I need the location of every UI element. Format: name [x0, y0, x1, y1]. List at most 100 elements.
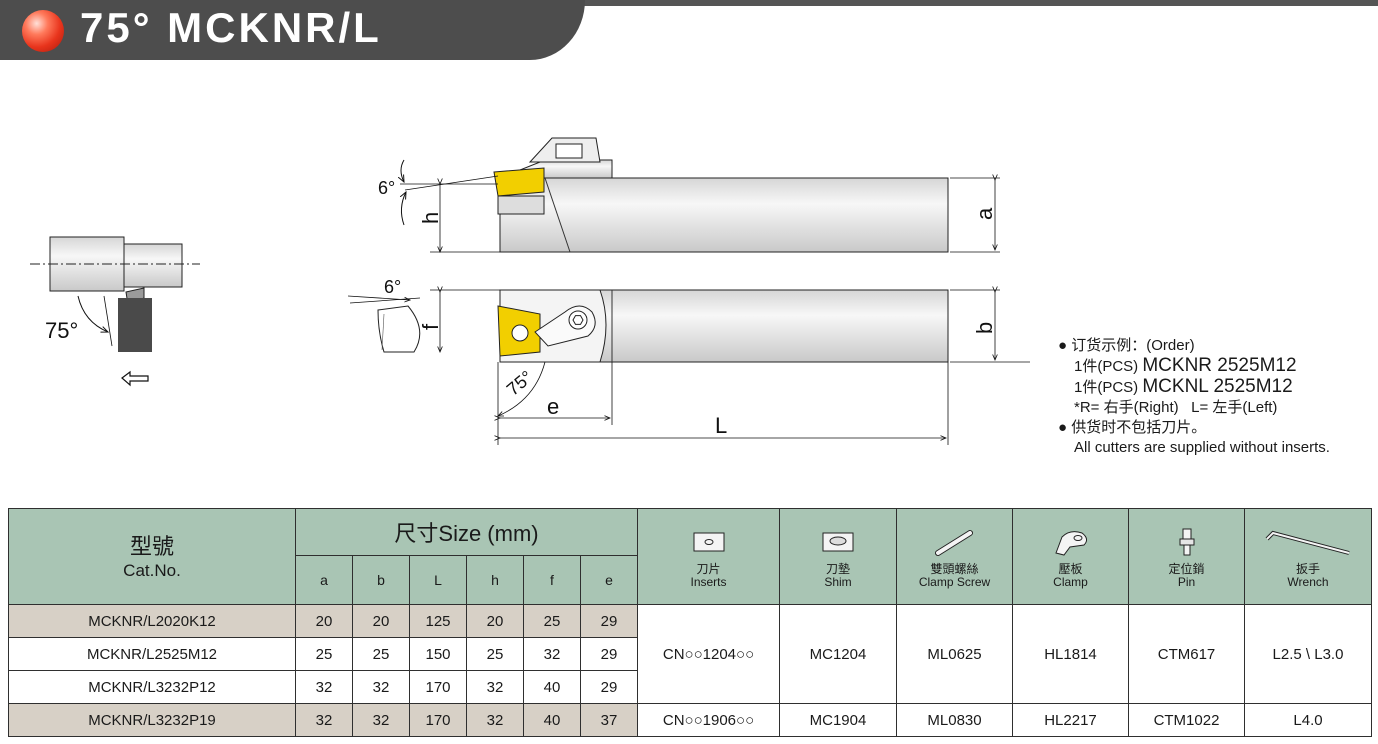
cat-no-cell: MCKNR/L2020K12 [8, 604, 296, 638]
dim-a-cell: 32 [295, 703, 353, 737]
dim-header-a: a [295, 555, 353, 605]
insert-cell: CN○○1906○○ [637, 703, 780, 737]
header-top-line [0, 0, 1378, 6]
shim-cell: MC1204 [779, 604, 897, 704]
dim-h-cell: 32 [466, 703, 524, 737]
dim-a-cell: 20 [295, 604, 353, 638]
dim-e-cell: 29 [580, 604, 638, 638]
page-title: 75° MCKNR/L [80, 4, 382, 51]
size-header: 尺寸Size (mm) [295, 508, 638, 556]
cat-no-cell: MCKNR/L2525M12 [8, 637, 296, 671]
inserts-header: 刀片 Inserts [637, 508, 780, 605]
order-example-2: 1件(PCS) MCKNL 2525M12 [1058, 377, 1376, 398]
model-header-en: Cat.No. [123, 560, 181, 580]
clamp-header: 壓板 Clamp [1012, 508, 1129, 605]
dim-f-cell: 40 [523, 703, 581, 737]
hand-left-text: 左手(Left) [1212, 399, 1278, 416]
dim-a-label: a [972, 207, 997, 220]
shim-icon [822, 532, 854, 551]
dim-L-cell: 170 [409, 670, 467, 704]
dim-header-L: L [409, 555, 467, 605]
dim-f-cell: 32 [523, 637, 581, 671]
insert-icon [693, 532, 724, 551]
dim-header-e: e [580, 555, 638, 605]
model-header-cn: 型號 [129, 533, 174, 559]
dim-h-label: h [418, 212, 443, 224]
supply-note-cn: 供货时不包括刀片。 [1071, 419, 1207, 436]
workpiece-view: 75° [30, 236, 200, 387]
inserts-header-en: Inserts [690, 574, 727, 589]
shim-header-cn: 刀墊 [825, 561, 850, 576]
dim-L-label: L [715, 413, 727, 438]
dim-a-cell: 32 [295, 670, 353, 704]
angle-6-top-label: 6° [378, 178, 395, 198]
shim-header: 刀墊 Shim [779, 508, 897, 605]
dim-h-cell: 32 [466, 670, 524, 704]
dim-header-h: h [466, 555, 524, 605]
dim-f-cell: 25 [523, 604, 581, 638]
hand-right-prefix: *R= [1074, 399, 1100, 416]
order-notes: ● 订货示例：(Order) 1件(PCS) MCKNR 2525M12 1件(… [1058, 336, 1376, 458]
dim-f-cell: 40 [523, 670, 581, 704]
screw-cell: ML0830 [896, 703, 1013, 737]
angle-75-label: 75° [503, 367, 537, 400]
dim-e-cell: 29 [580, 670, 638, 704]
angle-75-left-label: 75° [45, 318, 78, 343]
inserts-header-cn: 刀片 [696, 561, 721, 576]
red-ball-icon [22, 10, 64, 52]
wrench-header-en: Wrench [1287, 574, 1329, 589]
table-row: MCKNR/L2525M12 25 25 150 25 32 29 [8, 637, 1372, 671]
order-qty: 1件(PCS) [1074, 358, 1139, 375]
pin-header-en: Pin [1177, 574, 1196, 589]
wrench-cell: L4.0 [1244, 703, 1372, 737]
clamp-icon [1054, 530, 1087, 556]
order-model: MCKNL 2525M12 [1142, 376, 1293, 397]
hand-legend: *R= 右手(Right) L= 左手(Left) [1058, 398, 1376, 418]
pin-header: 定位銷 Pin [1128, 508, 1245, 605]
pin-header-cn: 定位銷 [1168, 561, 1205, 576]
dim-h-cell: 20 [466, 604, 524, 638]
cat-no-cell: MCKNR/L3232P12 [8, 670, 296, 704]
shim-cell: MC1904 [779, 703, 897, 737]
hand-left-prefix: L= [1191, 399, 1209, 416]
hand-right-text: 右手(Right) [1103, 399, 1179, 416]
dim-b-label: b [972, 322, 997, 334]
screw-cell: ML0625 [896, 604, 1013, 704]
table-row: MCKNR/L3232P12 32 32 170 32 40 29 [8, 670, 1372, 704]
clamp-header-en: Clamp [1053, 574, 1088, 589]
order-example-1: 1件(PCS) MCKNR 2525M12 [1058, 356, 1376, 377]
insert-cell: CN○○1204○○ [637, 604, 780, 704]
shim-header-en: Shim [824, 574, 852, 589]
dim-f-label: f [418, 323, 443, 330]
order-label: 订货示例：(Order) [1071, 337, 1195, 354]
dim-e-label: e [547, 394, 559, 419]
angle-6-bottom-label: 6° [384, 277, 401, 297]
dim-b-cell: 25 [352, 637, 410, 671]
supply-note-cn-row: ● 供货时不包括刀片。 [1058, 419, 1207, 436]
tool-drawing: 75° 6° h a 6° [30, 137, 1030, 445]
clamp-header-cn: 壓板 [1058, 561, 1083, 576]
title-banner [0, 0, 585, 60]
table-row: MCKNR/L3232P19 32 32 170 32 40 37 CN○○19… [8, 703, 1372, 737]
dim-e-cell: 29 [580, 637, 638, 671]
order-model: MCKNR 2525M12 [1142, 355, 1297, 376]
plan-view: 6° f b 75° e L [347, 277, 1030, 445]
dim-header-f: f [523, 555, 581, 605]
supply-note-en: All cutters are supplied without inserts… [1074, 439, 1330, 456]
wrench-cell: L2.5 \ L3.0 [1244, 604, 1372, 704]
screw-icon [934, 529, 973, 556]
wrench-header: 扳手 Wrench [1244, 508, 1372, 605]
pin-cell: CTM1022 [1128, 703, 1245, 737]
table-row: MCKNR/L2020K12 20 20 125 20 25 29 CN○○12… [8, 604, 1372, 704]
wrench-header-cn: 扳手 [1295, 561, 1320, 576]
order-qty: 1件(PCS) [1074, 379, 1139, 396]
clamp-screw-header-en: Clamp Screw [918, 574, 991, 589]
dim-L-cell: 170 [409, 703, 467, 737]
order-label-row: ● 订货示例：(Order) [1058, 337, 1195, 354]
dim-L-cell: 150 [409, 637, 467, 671]
pin-icon [1179, 528, 1194, 555]
dim-header-b: b [352, 555, 410, 605]
dim-a-cell: 25 [295, 637, 353, 671]
dim-b-cell: 32 [352, 703, 410, 737]
wrench-icon [1265, 530, 1350, 555]
